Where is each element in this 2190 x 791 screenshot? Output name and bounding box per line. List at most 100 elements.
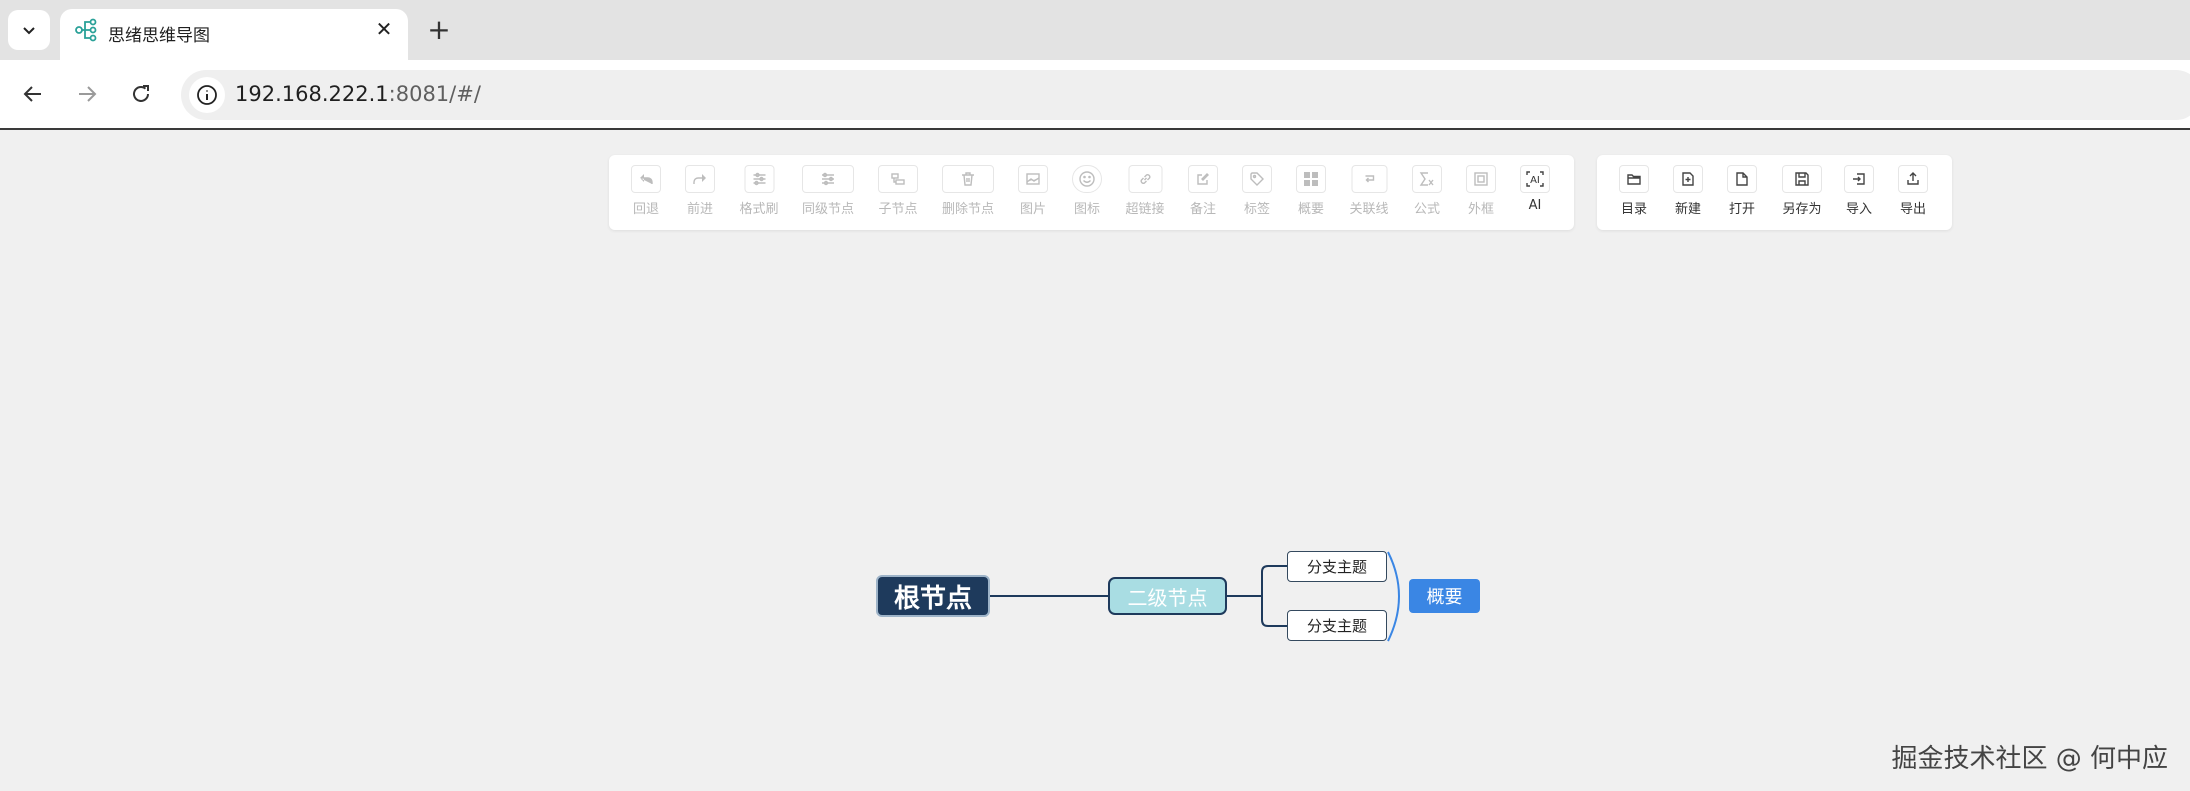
association-line-button[interactable]: 关联线 — [1349, 165, 1389, 217]
note-button[interactable]: 备注 — [1188, 165, 1218, 217]
close-icon: ✕ — [375, 17, 393, 41]
format-painter-label: 格式刷 — [739, 202, 779, 217]
outer-frame-label: 外框 — [1467, 202, 1494, 217]
undo-button[interactable]: 回退 — [631, 165, 661, 217]
back-button[interactable] — [16, 77, 50, 111]
close-tab-button[interactable]: ✕ — [370, 15, 398, 43]
association-line-icon — [1364, 175, 1374, 183]
second-level-node[interactable]: 二级节点 — [1108, 577, 1227, 615]
root-node[interactable]: 根节点 — [876, 575, 990, 617]
directory-label: 目录 — [1620, 202, 1647, 217]
import-label: 导入 — [1845, 202, 1872, 217]
save-as-button[interactable]: 另存为 — [1782, 165, 1822, 217]
association-line-label: 关联线 — [1349, 202, 1389, 217]
url-text: 192.168.222.1:8081/#/ — [235, 82, 481, 106]
child-node-button[interactable]: 子节点 — [878, 165, 918, 217]
browser-tab[interactable]: 思绪思维导图 ✕ — [60, 9, 408, 60]
arrow-right-icon — [79, 86, 97, 102]
tag-icon — [1250, 172, 1264, 186]
new-file-icon — [1682, 172, 1694, 186]
open-label: 打开 — [1728, 202, 1755, 217]
site-info-button[interactable] — [189, 77, 225, 113]
redo-label: 前进 — [686, 202, 713, 217]
import-button[interactable]: 导入 — [1844, 165, 1874, 217]
note-label: 备注 — [1189, 202, 1216, 217]
summary-node[interactable]: 概要 — [1409, 579, 1480, 613]
child-node-icon — [891, 173, 905, 185]
save-as-label: 另存为 — [1782, 202, 1822, 217]
second-to-branch1-line — [1227, 565, 1287, 597]
summary-brace — [1387, 551, 1400, 642]
node-toolbar: 回退 前进 格式刷 同级节点 子节点 删除节点 图片 图标 超链接 备注 标签 — [609, 155, 1574, 230]
summary-icon — [1304, 172, 1318, 186]
reload-button[interactable] — [124, 77, 158, 111]
forward-button[interactable] — [70, 77, 104, 111]
delete-node-button[interactable]: 删除节点 — [941, 165, 995, 217]
reload-icon — [133, 85, 149, 102]
sibling-node-icon — [821, 172, 834, 186]
tag-button[interactable]: 标签 — [1242, 165, 1272, 217]
svg-text:AI: AI — [1530, 175, 1540, 186]
note-icon — [1197, 173, 1209, 185]
save-as-icon — [1795, 172, 1809, 186]
delete-node-label: 删除节点 — [941, 202, 995, 217]
tab-title: 思绪思维导图 — [108, 26, 210, 46]
format-painter-icon — [752, 172, 765, 186]
folder-icon — [1627, 174, 1641, 185]
ai-button[interactable]: AI AI — [1520, 165, 1550, 213]
link-icon — [1140, 174, 1150, 184]
smiley-icon — [1079, 171, 1095, 187]
chevron-down-icon — [23, 27, 35, 35]
hyperlink-button[interactable]: 超链接 — [1125, 165, 1165, 217]
arrow-left-icon — [23, 86, 41, 102]
hyperlink-label: 超链接 — [1125, 202, 1165, 217]
branch-node[interactable]: 分支主题 — [1287, 551, 1387, 582]
import-icon — [1853, 173, 1865, 185]
address-bar[interactable]: 192.168.222.1:8081/#/ — [181, 70, 2190, 120]
tag-label: 标签 — [1243, 202, 1270, 217]
info-icon — [197, 85, 217, 105]
watermark: 掘金技术社区 @ 何中应 — [1891, 744, 2168, 774]
new-label: 新建 — [1674, 202, 1701, 217]
outer-frame-icon — [1474, 172, 1488, 186]
outer-frame-button[interactable]: 外框 — [1466, 165, 1496, 217]
summary-label: 概要 — [1297, 202, 1324, 217]
redo-icon — [693, 174, 706, 184]
redo-button[interactable]: 前进 — [685, 165, 715, 217]
directory-button[interactable]: 目录 — [1619, 165, 1649, 217]
child-node-label: 子节点 — [878, 202, 918, 217]
export-label: 导出 — [1899, 202, 1926, 217]
new-button[interactable]: 新建 — [1673, 165, 1703, 217]
icon-label: 图标 — [1073, 202, 1100, 217]
mindmap-favicon-icon — [75, 18, 97, 42]
url-path: :8081/#/ — [388, 82, 481, 106]
undo-icon — [640, 174, 653, 184]
export-button[interactable]: 导出 — [1898, 165, 1928, 217]
format-painter-button[interactable]: 格式刷 — [739, 165, 779, 217]
export-icon — [1907, 172, 1919, 185]
plus-icon: + — [427, 12, 451, 46]
icon-button[interactable]: 图标 — [1072, 165, 1102, 217]
formula-button[interactable]: 公式 — [1412, 165, 1442, 217]
ai-icon: AI — [1526, 171, 1544, 187]
browser-tab-bar: 思绪思维导图 ✕ + — [0, 0, 2190, 60]
url-host: 192.168.222.1 — [235, 82, 389, 106]
formula-icon — [1419, 172, 1434, 186]
sibling-node-label: 同级节点 — [801, 202, 855, 217]
open-file-icon — [1736, 172, 1748, 186]
summary-button[interactable]: 概要 — [1296, 165, 1326, 217]
sibling-node-button[interactable]: 同级节点 — [801, 165, 855, 217]
image-button[interactable]: 图片 — [1018, 165, 1048, 217]
open-button[interactable]: 打开 — [1727, 165, 1757, 217]
browser-toolbar: 192.168.222.1:8081/#/ — [0, 60, 2190, 130]
image-label: 图片 — [1019, 202, 1046, 217]
new-tab-button[interactable]: + — [424, 12, 454, 46]
trash-icon — [961, 172, 974, 186]
undo-label: 回退 — [632, 202, 659, 217]
second-to-branch2-line — [1261, 596, 1287, 627]
branch-node[interactable]: 分支主题 — [1287, 610, 1387, 641]
tab-search-button[interactable] — [8, 10, 50, 50]
formula-label: 公式 — [1413, 202, 1440, 217]
ai-label: AI — [1528, 198, 1542, 213]
image-icon — [1026, 173, 1040, 185]
